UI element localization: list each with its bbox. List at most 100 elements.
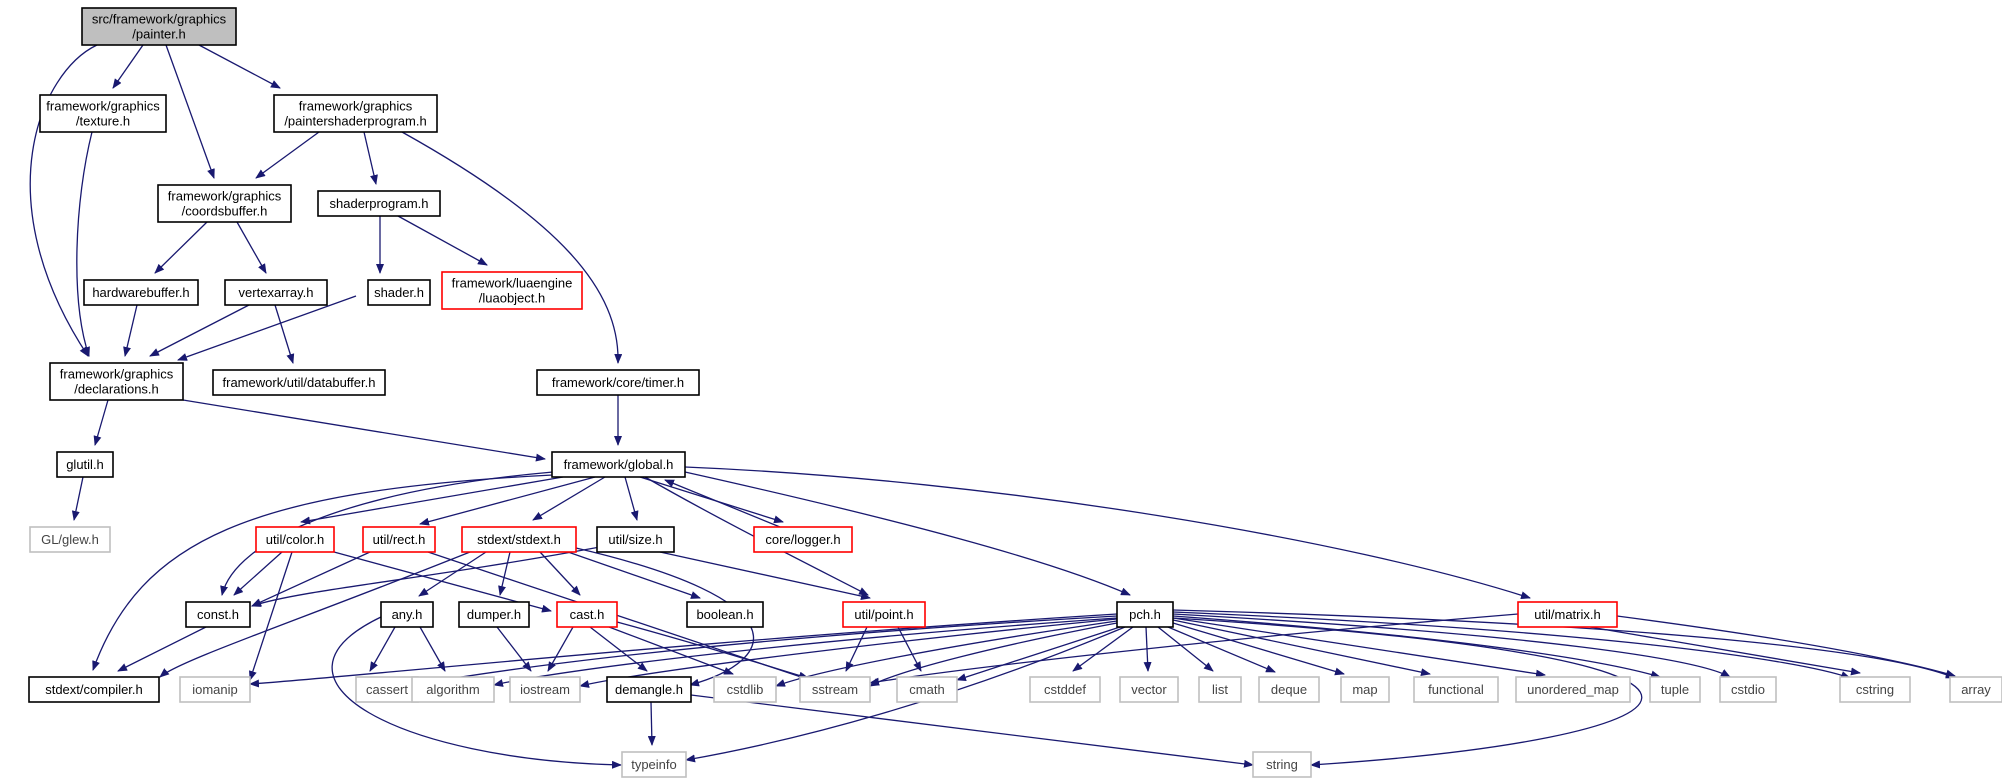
edge-line: [255, 131, 320, 179]
node-box: [1119, 676, 1179, 703]
edge-line: [418, 551, 487, 597]
node-databuffer[interactable]: framework/util/databuffer.h: [212, 369, 386, 396]
edge-const-to-compiler: [117, 626, 207, 672]
edge-rect-to-const: [251, 551, 371, 607]
edge-matrix-to-cstring: [1589, 626, 1861, 676]
node-box: [212, 369, 386, 396]
edge-line: [369, 626, 396, 672]
node-box: [1116, 601, 1174, 628]
node-label-line: framework/global.h: [564, 457, 674, 472]
edge-line: [1157, 626, 1214, 672]
node-box: [713, 676, 777, 703]
node-box: [842, 601, 926, 628]
node-color[interactable]: util/color.h: [255, 526, 335, 553]
edge-pch-to-cstring: [1172, 611, 1851, 679]
edge-coordsbuffer-to-vertexarray: [236, 221, 267, 274]
node-paintershader[interactable]: framework/graphics/paintershaderprogram.…: [273, 94, 438, 133]
edge-line: [664, 479, 781, 528]
node-const[interactable]: const.h: [185, 601, 251, 628]
node-glutil[interactable]: glutil.h: [56, 451, 114, 478]
edge-paintershader-to-timer: [401, 131, 623, 364]
edge-line: [539, 551, 581, 596]
edge-line: [401, 131, 623, 364]
edge-line: [92, 474, 554, 671]
edge-line: [159, 551, 471, 678]
node-box: [179, 676, 251, 703]
node-box: [441, 271, 583, 310]
node-box: [28, 676, 160, 703]
node-box: [83, 279, 199, 306]
node-luaobject[interactable]: framework/luaengine/luaobject.h: [441, 271, 583, 310]
edge-declarations-to-global: [182, 399, 546, 462]
edge-stdext-to-dumper: [498, 551, 511, 596]
edge-line: [869, 622, 1118, 687]
node-cstdlib: cstdlib: [713, 676, 777, 703]
node-any[interactable]: any.h: [380, 601, 434, 628]
node-box: [1649, 676, 1701, 703]
edge-global-to-color: [300, 476, 564, 525]
node-dumper[interactable]: dumper.h: [458, 601, 530, 628]
node-declarations[interactable]: framework/graphics/declarations.h: [49, 362, 184, 401]
node-timer[interactable]: framework/core/timer.h: [536, 369, 700, 396]
node-demangle[interactable]: demangle.h: [606, 676, 692, 703]
node-box: [411, 676, 495, 703]
node-cstddef: cstddef: [1029, 676, 1101, 703]
node-logger[interactable]: core/logger.h: [753, 526, 853, 553]
node-box: [1839, 676, 1911, 703]
edge-global-to-stdext: [532, 476, 606, 521]
edge-line: [154, 221, 208, 274]
node-point[interactable]: util/point.h: [842, 601, 926, 628]
edge-line: [567, 551, 701, 599]
node-cast[interactable]: cast.h: [556, 601, 618, 628]
node-hardwarebuffer[interactable]: hardwarebuffer.h: [83, 279, 199, 306]
edge-paintershader-to-shaderprogram: [363, 131, 378, 185]
node-label-line: cmath: [909, 682, 944, 697]
node-pch[interactable]: pch.h: [1116, 601, 1174, 628]
node-shader[interactable]: shader.h: [367, 279, 431, 306]
edge-size-to-const: [251, 546, 601, 607]
node-label-line: shader.h: [374, 285, 424, 300]
edge-stdext-to-boolean: [567, 551, 701, 599]
edge-painter-to-paintershader: [198, 44, 281, 89]
edge-line: [274, 304, 295, 364]
node-label-line: list: [1212, 682, 1228, 697]
node-matrix[interactable]: util/matrix.h: [1517, 601, 1618, 628]
node-box: [317, 190, 441, 217]
node-global[interactable]: framework/global.h: [551, 451, 686, 478]
node-painter[interactable]: src/framework/graphics/painter.h: [81, 7, 237, 46]
node-texture[interactable]: framework/graphics/texture.h: [39, 94, 167, 133]
node-label-line: string: [1266, 757, 1298, 772]
node-label-line: framework/graphics: [46, 99, 160, 114]
node-label-line: framework/util/databuffer.h: [223, 375, 376, 390]
node-box: [536, 369, 700, 396]
edge-line: [1172, 619, 1431, 677]
edge-line: [684, 466, 1531, 600]
node-rect[interactable]: util/rect.h: [362, 526, 436, 553]
node-stdext[interactable]: stdext/stdext.h: [461, 526, 577, 553]
edge-painter-to-declarations: [29, 44, 98, 357]
node-cassert: cassert: [355, 676, 419, 703]
node-size[interactable]: util/size.h: [596, 526, 675, 553]
node-box: [49, 362, 184, 401]
node-box: [39, 94, 167, 133]
node-shaderprogram[interactable]: shaderprogram.h: [317, 190, 441, 217]
node-iostream: iostream: [509, 676, 581, 703]
node-box: [753, 526, 853, 553]
edge-pch-to-list: [1157, 626, 1214, 672]
node-box: [1719, 676, 1777, 703]
node-label-line: /texture.h: [76, 114, 130, 129]
node-box: [1340, 676, 1390, 703]
node-label-line: src/framework/graphics: [92, 12, 227, 27]
edge-cast-to-demangle: [589, 626, 648, 672]
node-map: map: [1340, 676, 1390, 703]
edge-line: [363, 131, 378, 185]
node-label-line: cstddef: [1044, 682, 1086, 697]
node-coordsbuffer[interactable]: framework/graphics/coordsbuffer.h: [157, 184, 292, 223]
node-compiler[interactable]: stdext/compiler.h: [28, 676, 160, 703]
node-label-line: tuple: [1661, 682, 1689, 697]
node-boolean[interactable]: boolean.h: [686, 601, 764, 628]
node-vertexarray[interactable]: vertexarray.h: [224, 279, 328, 306]
node-label-line: /paintershaderprogram.h: [284, 114, 426, 129]
node-box: [1515, 676, 1631, 703]
edge-size-to-point: [659, 551, 871, 600]
